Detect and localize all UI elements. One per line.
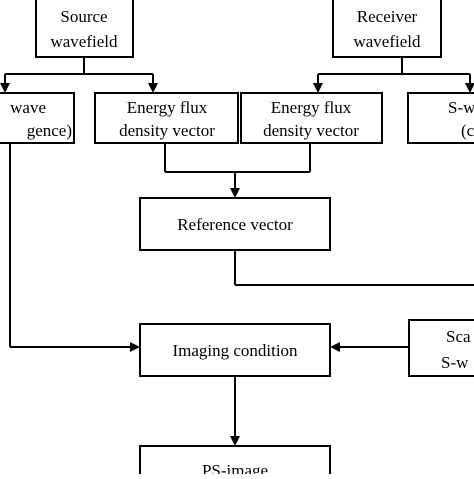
connector-imaging-to-psimage — [230, 376, 240, 446]
connector-energy-merge — [164, 143, 311, 198]
energy-flux-right-box: Energy flux density vector — [240, 92, 383, 144]
scalar-s-wave-box: Sca S-w — [408, 319, 474, 377]
connector-reference-to-scalar — [234, 250, 474, 286]
connector-scalar-to-imaging — [330, 342, 409, 352]
receiver-wavefield-line1: Receiver — [357, 7, 418, 26]
p-wave-divergence-box: wave gence) — [0, 92, 75, 144]
connector-pwave-to-imaging — [9, 143, 140, 352]
imaging-condition-label: Imaging condition — [172, 341, 298, 360]
connector-receiver-split — [313, 57, 474, 93]
connector-source-split — [0, 57, 158, 93]
ps-image-box: PS-image — [139, 445, 331, 479]
p-wave-divergence-line1: wave — [10, 98, 46, 117]
scalar-s-wave-line2: S-w — [441, 353, 469, 372]
scalar-s-wave-line1: Sca — [446, 327, 471, 346]
reference-vector-box: Reference vector — [139, 197, 331, 251]
source-wavefield-box: Source wavefield — [35, 0, 134, 58]
energy-flux-left-line1: Energy flux — [127, 98, 208, 117]
source-wavefield-line2: wavefield — [50, 32, 118, 51]
ps-image-label: PS-image — [202, 461, 268, 474]
s-wave-curl-box: S-w (c — [407, 92, 474, 144]
imaging-condition-box: Imaging condition — [139, 323, 331, 377]
energy-flux-left-line2: density vector — [119, 121, 215, 140]
source-wavefield-line1: Source — [60, 7, 107, 26]
receiver-wavefield-box: Receiver wavefield — [332, 0, 442, 58]
s-wave-curl-line1: S-w — [448, 98, 474, 117]
energy-flux-right-line1: Energy flux — [271, 98, 352, 117]
p-wave-divergence-line2: gence) — [27, 121, 72, 140]
energy-flux-left-box: Energy flux density vector — [94, 92, 239, 144]
s-wave-curl-line2: (c — [461, 121, 474, 140]
reference-vector-label: Reference vector — [177, 215, 293, 234]
energy-flux-right-line2: density vector — [263, 121, 359, 140]
receiver-wavefield-line2: wavefield — [353, 32, 421, 51]
